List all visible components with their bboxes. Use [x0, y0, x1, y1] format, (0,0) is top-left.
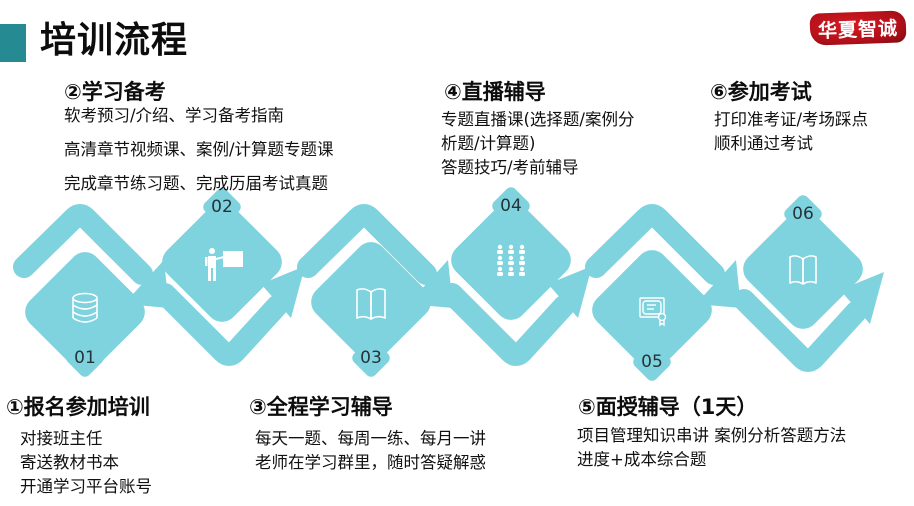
step-3-title: ③全程学习辅导: [249, 395, 393, 419]
step-node-02: [155, 185, 289, 329]
title-accent-bar: [0, 24, 26, 62]
step-2-line: 软考预习/介绍、学习备考指南: [64, 106, 285, 125]
step-1-title: ①报名参加培训: [6, 395, 150, 419]
open-book-icon: [789, 255, 817, 285]
database-icon: [72, 292, 98, 323]
step-2-line: 高清章节视频课、案例/计算题专题课: [64, 140, 334, 159]
step-6-line: 打印准考证/考场踩点: [714, 110, 869, 129]
page-title: 培训流程: [40, 20, 189, 61]
step-number-04: 04: [500, 196, 522, 216]
step-node-03: [304, 235, 438, 380]
step-number-02: 02: [211, 197, 233, 217]
step-3-line: 老师在学习群里，随时答疑解惑: [255, 453, 486, 472]
step-4-line: 答题技巧/考前辅导: [441, 158, 579, 177]
step-1-line: 寄送教材书本: [20, 453, 119, 472]
step-1-line: 对接班主任: [20, 429, 103, 448]
step-4-line: 析题/计算题): [441, 134, 536, 153]
step-2-line: 完成章节练习题、完成历届考试真题: [64, 174, 328, 193]
step-number-05: 05: [641, 352, 663, 372]
step-4-details: 专题直播课(选择题/案例分 析题/计算题) 答题技巧/考前辅导: [441, 108, 635, 180]
audience-group-icon: [497, 244, 525, 276]
step-2-details: 软考预习/介绍、学习备考指南 高清章节视频课、案例/计算题专题课 完成章节练习题…: [64, 104, 334, 196]
step-3-details: 每天一题、每周一练、每月一讲 老师在学习群里，随时答疑解惑: [255, 427, 486, 475]
step-4-line: 专题直播课(选择题/案例分: [441, 110, 635, 129]
step-node-05: [585, 243, 719, 384]
step-5-title: ⑤面授辅导（1天）: [578, 395, 758, 419]
step-5-line: 项目管理知识串讲 案例分析答题方法: [577, 426, 847, 445]
step-6-title: ⑥参加考试: [710, 80, 812, 104]
step-6-details: 打印准考证/考场踩点 顺利通过考试: [714, 108, 868, 156]
step-2-title: ②学习备考: [64, 80, 166, 104]
step-5-details: 项目管理知识串讲 案例分析答题方法 进度+成本综合题: [577, 424, 846, 472]
step-node-06: [736, 192, 870, 336]
step-4-title: ④直播辅导: [444, 80, 546, 104]
open-book-icon: [356, 288, 386, 320]
step-1-line: 开通学习平台账号: [20, 477, 152, 496]
step-5-line: 进度+成本综合题: [577, 450, 707, 469]
step-1-details: 对接班主任 寄送教材书本 开通学习平台账号: [20, 427, 152, 499]
step-6-line: 顺利通过考试: [714, 134, 813, 153]
step-node-04: [444, 184, 578, 327]
teacher-presentation-icon: [205, 248, 243, 281]
step-number-06: 06: [792, 204, 814, 224]
certificate-icon: [639, 297, 667, 327]
step-number-01: 01: [74, 348, 96, 368]
step-node-01: [18, 245, 152, 380]
step-3-line: 每天一题、每周一练、每月一讲: [255, 429, 486, 448]
step-number-03: 03: [360, 348, 382, 368]
